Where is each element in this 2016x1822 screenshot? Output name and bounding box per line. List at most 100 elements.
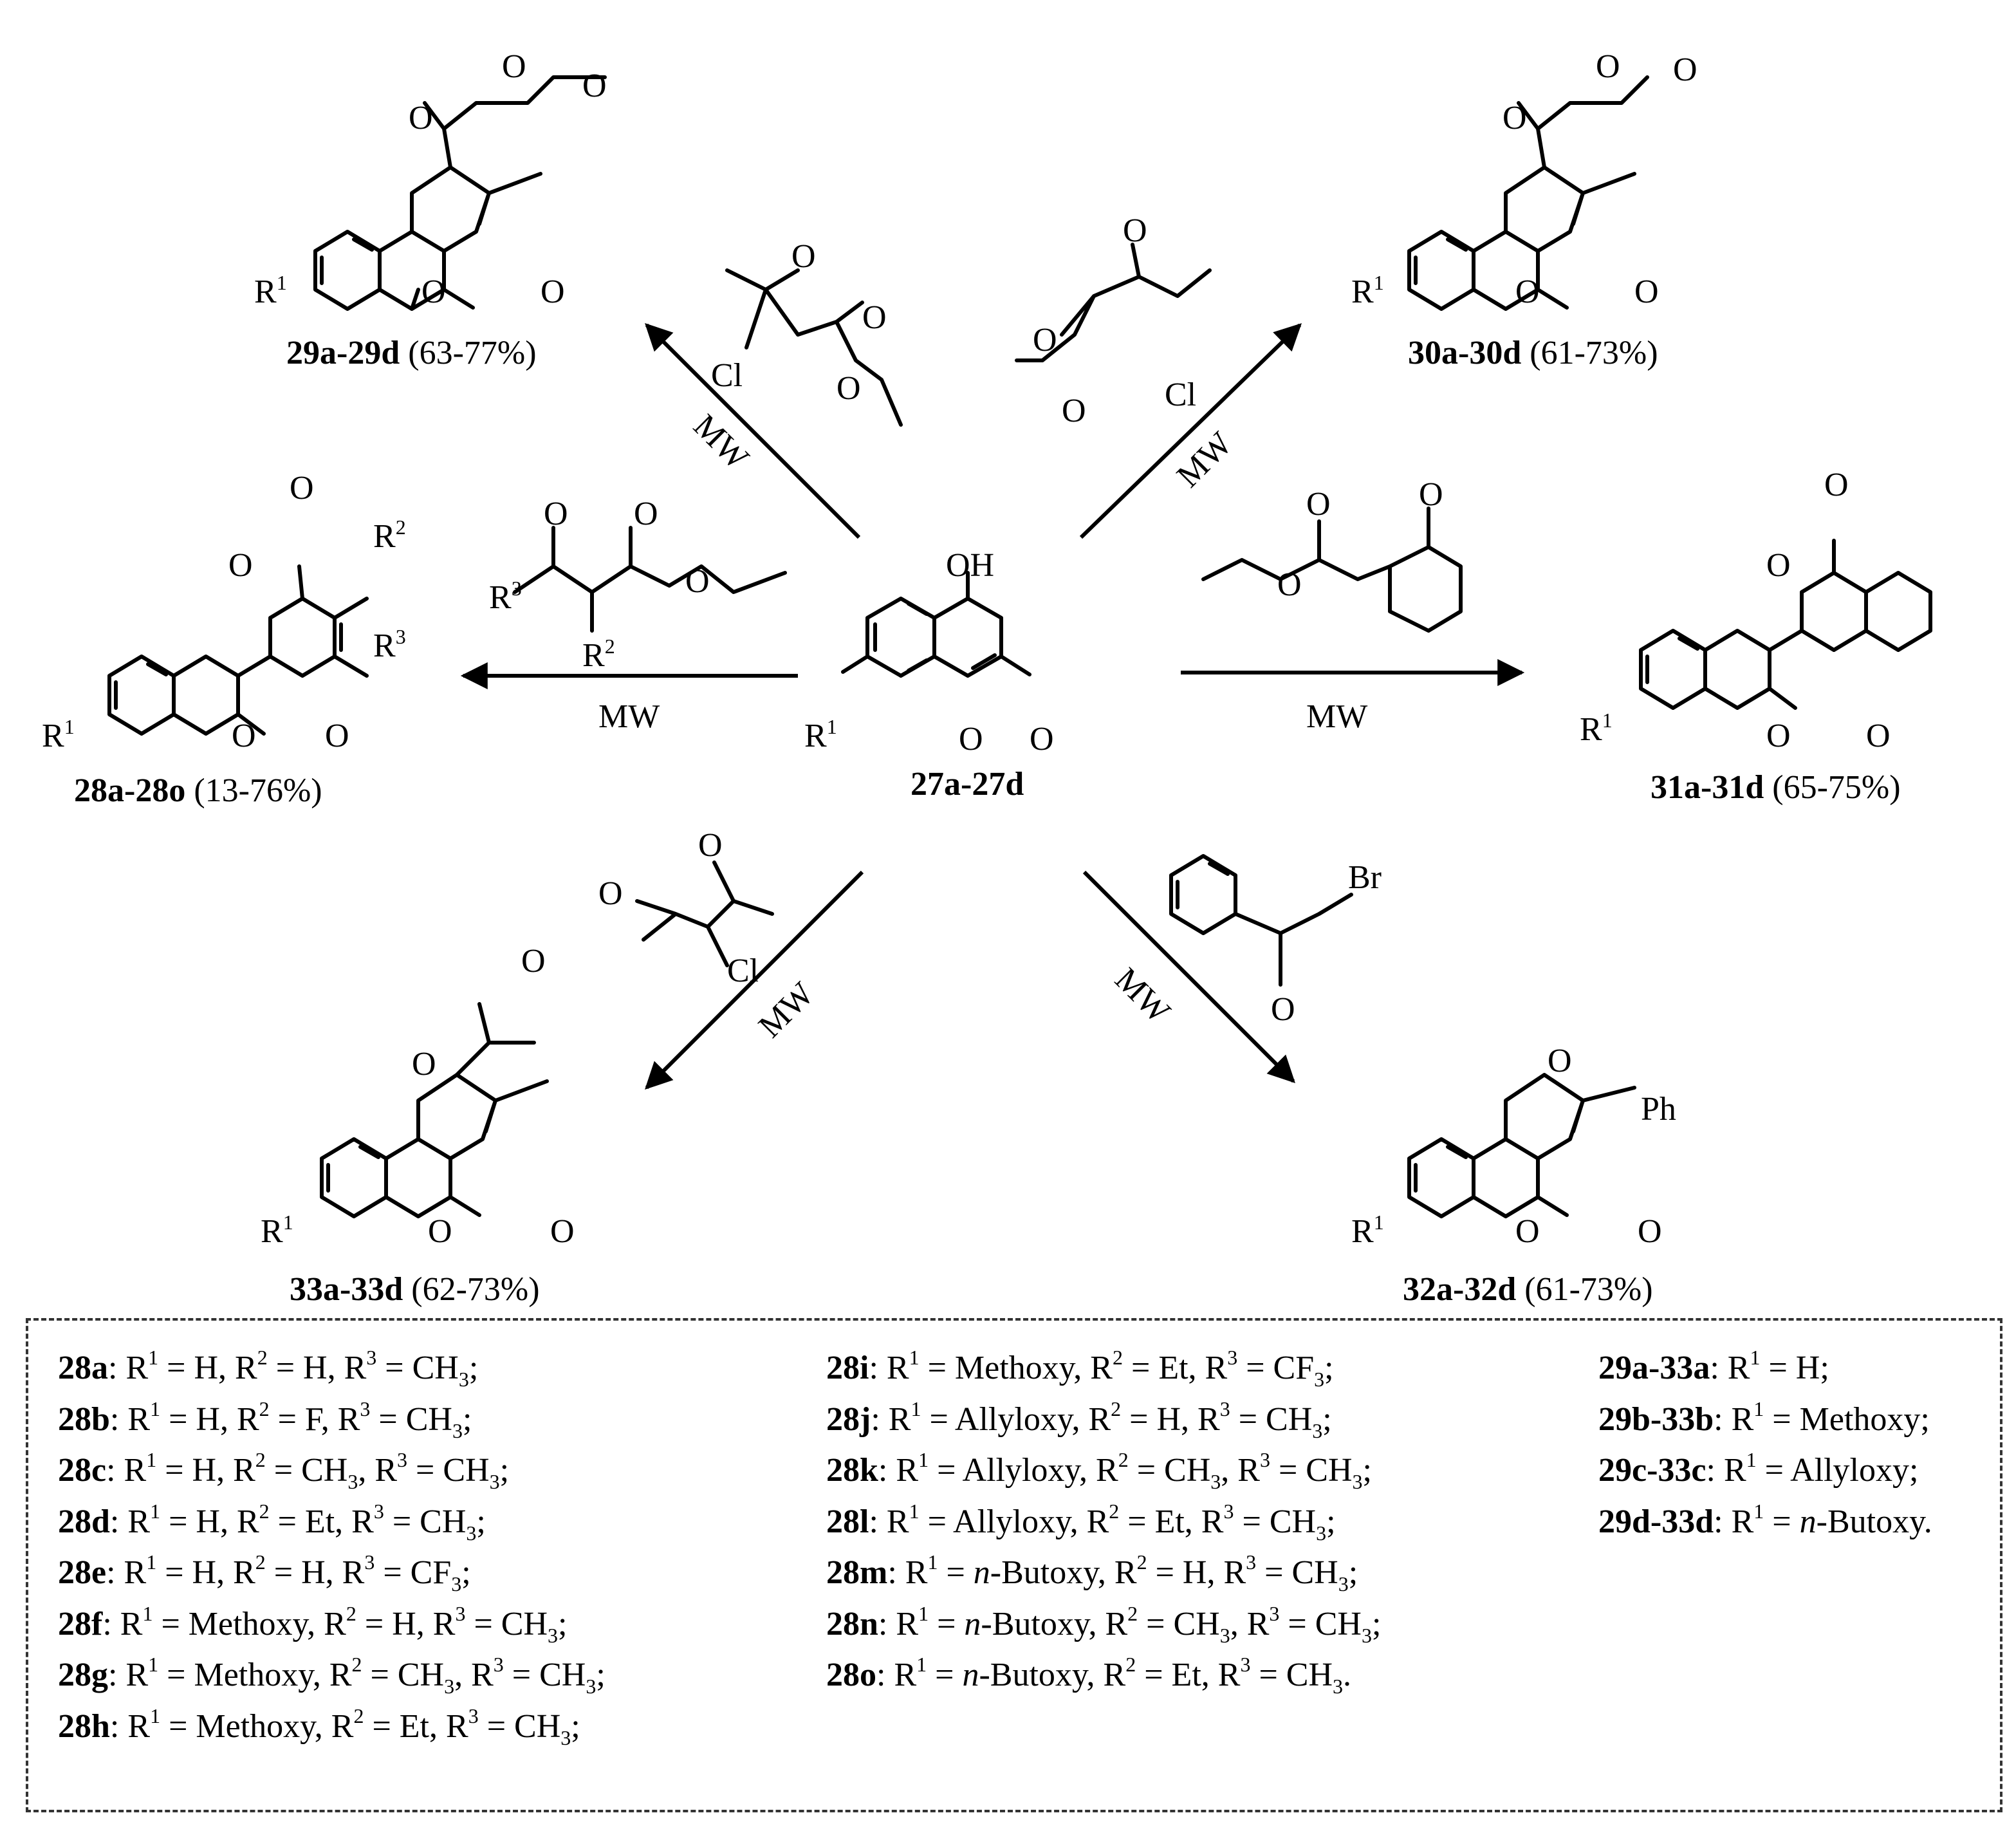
legend-text: n bbox=[964, 1605, 981, 1642]
legend-entry: 29a-33a: R1 = H; bbox=[1598, 1346, 1829, 1386]
c28-r3-label: R3 bbox=[373, 625, 406, 664]
legend-text: = CF bbox=[1237, 1350, 1315, 1386]
legend-text: 3 bbox=[364, 1550, 375, 1574]
compound-31-structure bbox=[1639, 539, 1932, 710]
legend-text: 3 bbox=[1219, 1623, 1230, 1647]
legend-text: R bbox=[125, 1657, 149, 1693]
legend-text: 2 bbox=[351, 1653, 362, 1676]
c29-ester-o2: O bbox=[582, 68, 607, 104]
arrow-to-32 bbox=[1082, 870, 1295, 1083]
legend-text: = Methoxy; bbox=[1764, 1400, 1930, 1438]
c29-r1-label: R1 bbox=[254, 271, 287, 310]
compound-32-structure bbox=[1407, 1073, 1636, 1218]
legend-compound-id: 28b bbox=[58, 1400, 110, 1438]
legend-text: 1 bbox=[1753, 1397, 1764, 1420]
c32-lactone-o: O bbox=[1515, 1213, 1540, 1250]
legend-text: R bbox=[1731, 1400, 1754, 1438]
legend-text: = H, R bbox=[1147, 1554, 1246, 1591]
legend-text: , R bbox=[1221, 1452, 1260, 1489]
legend-text: 3 bbox=[489, 1470, 500, 1493]
compound-29-structure bbox=[313, 75, 607, 311]
legend-text: 3 bbox=[360, 1397, 371, 1420]
compound-33-structure bbox=[320, 1002, 549, 1218]
reagent-ethyl-2-chloroacetoacetate bbox=[725, 268, 903, 427]
c30-ester-o1: O bbox=[1596, 48, 1620, 85]
reagent1-o: O bbox=[791, 238, 816, 275]
legend-text: = H, R bbox=[265, 1554, 365, 1591]
legend-text: 1 bbox=[148, 1653, 159, 1676]
legend-compound-id: 28l bbox=[826, 1503, 869, 1540]
legend-compound-id: 28g bbox=[58, 1657, 108, 1693]
reagent5-o2: O bbox=[598, 875, 623, 912]
legend-text: 1 bbox=[146, 1448, 157, 1471]
substituent-legend: 28a: R1 = H, R2 = H, R3 = CH3;28b: R1 = … bbox=[26, 1318, 2002, 1812]
legend-entry: 28k: R1 = Allyloxy, R2 = CH3, R3 = CH3; bbox=[826, 1448, 1372, 1493]
compound-30-caption: 30a-30d (61-73%) bbox=[1408, 335, 1658, 371]
legend-text: = bbox=[929, 1605, 965, 1642]
legend-text: 3 bbox=[1210, 1470, 1221, 1493]
c29-carbonyl-o: O bbox=[541, 274, 565, 310]
compound-29-caption: 29a-29d (63-77%) bbox=[286, 335, 537, 371]
c28-lactone-o: O bbox=[232, 718, 256, 754]
legend-compound-id: 28d bbox=[58, 1503, 110, 1540]
legend-text: 1 bbox=[911, 1397, 921, 1420]
legend-text: 3 bbox=[452, 1418, 463, 1442]
c30-ester-o2: O bbox=[1673, 51, 1697, 88]
legend-text: R bbox=[124, 1452, 147, 1489]
legend-text: , R bbox=[1230, 1605, 1270, 1642]
legend-text: = CH bbox=[265, 1452, 348, 1489]
legend-text: 3 bbox=[397, 1448, 408, 1471]
mw-label-28: MW bbox=[598, 698, 660, 735]
legend-text: = bbox=[927, 1657, 963, 1693]
legend-entry: 28l: R1 = Allyloxy, R2 = Et, R3 = CH3; bbox=[826, 1499, 1336, 1545]
legend-compound-id: 28o bbox=[826, 1657, 876, 1693]
legend-text: = Et, R bbox=[1123, 1350, 1228, 1386]
legend-text: ; bbox=[468, 1350, 479, 1386]
legend-text: 1 bbox=[916, 1653, 927, 1676]
legend-text: 1 bbox=[918, 1448, 929, 1471]
legend-text: = Methoxy, R bbox=[160, 1707, 354, 1745]
legend-text: R bbox=[888, 1400, 911, 1438]
legend-text: ; bbox=[1326, 1503, 1336, 1540]
legend-text: = Allyloxy; bbox=[1756, 1452, 1919, 1489]
legend-text: 3 bbox=[548, 1623, 558, 1647]
legend-compound-id: 28h bbox=[58, 1707, 110, 1745]
legend-text: = H, R bbox=[1121, 1400, 1220, 1438]
legend-entry: 28c: R1 = H, R2 = CH3, R3 = CH3; bbox=[58, 1448, 510, 1493]
legend-compound-id: 28k bbox=[826, 1452, 878, 1489]
legend-text: 2 bbox=[353, 1704, 364, 1727]
arrow-to-30 bbox=[1079, 323, 1302, 539]
legend-text: R bbox=[127, 1503, 151, 1540]
legend-text: ; bbox=[558, 1605, 568, 1642]
reagent2-cl: Cl bbox=[1165, 376, 1196, 413]
c33-carbonyl-o: O bbox=[550, 1213, 575, 1250]
c32-phenyl-label: Ph bbox=[1641, 1091, 1676, 1128]
legend-text: = CH bbox=[384, 1503, 467, 1540]
legend-entry: 28b: R1 = H, R2 = F, R3 = CH3; bbox=[58, 1397, 472, 1442]
legend-text: 1 bbox=[927, 1550, 938, 1574]
legend-text: 3 bbox=[586, 1675, 596, 1698]
legend-column-1: 28a: R1 = H, R2 = H, R3 = CH3;28b: R1 = … bbox=[58, 1343, 606, 1752]
legend-entry: 28f: R1 = Methoxy, R2 = H, R3 = CH3; bbox=[58, 1601, 568, 1647]
legend-text: 2 bbox=[1109, 1499, 1120, 1523]
legend-text: = CH bbox=[1250, 1657, 1333, 1693]
legend-text: 3 bbox=[1223, 1499, 1234, 1523]
legend-text: = Et, R bbox=[1119, 1503, 1224, 1540]
legend-text: 3 bbox=[1227, 1346, 1238, 1369]
legend-text: 1 bbox=[1753, 1499, 1764, 1523]
legend-text: 3 bbox=[468, 1704, 479, 1727]
c30-lactone-o: O bbox=[1515, 274, 1540, 310]
legend-text: 3 bbox=[373, 1499, 384, 1523]
legend-text: , R bbox=[358, 1452, 398, 1489]
legend-text: 2 bbox=[259, 1397, 270, 1420]
legend-text: R bbox=[886, 1350, 909, 1386]
legend-text: = Et, R bbox=[1136, 1657, 1241, 1693]
c30-carbonyl-o: O bbox=[1634, 274, 1659, 310]
legend-text: 3 bbox=[1219, 1397, 1230, 1420]
legend-text: = CH bbox=[407, 1452, 490, 1489]
legend-text: 3 bbox=[455, 1601, 466, 1625]
reagent4-o: O bbox=[1306, 486, 1331, 523]
reagent2-o3: O bbox=[1062, 393, 1086, 429]
legend-entry: 28n: R1 = n-Butoxy, R2 = CH3, R3 = CH3; bbox=[826, 1601, 1382, 1647]
legend-text: , R bbox=[454, 1657, 494, 1693]
